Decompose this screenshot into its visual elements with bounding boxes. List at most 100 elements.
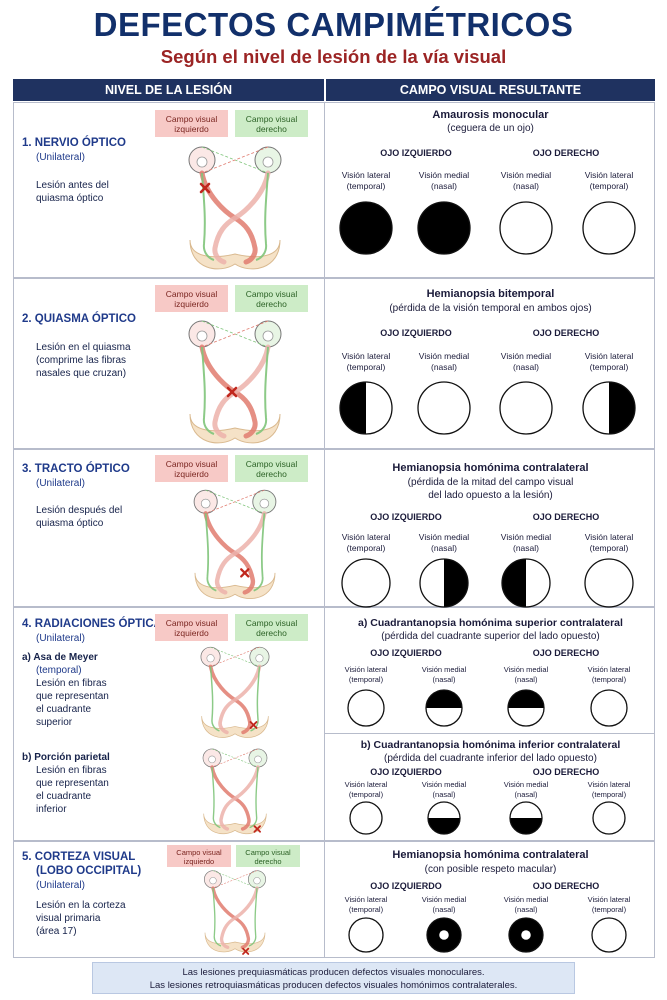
left-eye-label: OJO IZQUIERDO <box>380 148 452 158</box>
field-blind-area <box>444 559 468 607</box>
left-lens <box>196 156 208 168</box>
section-4b-field-right-lateral <box>592 801 626 835</box>
section-5-field-right-medial <box>508 917 544 953</box>
medial-vision-label: Visión medial(nasal) <box>500 170 552 191</box>
section-5-result-title: Hemianopsia homónima contralateral <box>392 849 589 861</box>
left-temporal-fibers <box>212 887 222 947</box>
lesion-marker-icon <box>242 947 250 955</box>
section-3-field-right-medial <box>501 558 551 608</box>
section-1-field-right-medial <box>499 201 553 255</box>
field-outline <box>501 558 551 608</box>
section-4a-result-desc: (pérdida del cuadrante superior del lado… <box>381 631 600 642</box>
right-optic-pathway <box>218 664 262 735</box>
field-blind-area <box>340 202 392 254</box>
field-outline <box>339 381 393 435</box>
medial-vision-label: Visión medial(nasal) <box>503 665 549 684</box>
medial-vision-label: Visión medial(nasal) <box>421 665 467 684</box>
left-optic-pathway <box>199 344 258 439</box>
section-3-result-title: Hemianopsia homónima contralateral <box>392 462 589 474</box>
right-lens <box>262 330 274 342</box>
lateral-vision-label: Visión lateral(temporal) <box>587 780 631 799</box>
section-3-field-panel <box>324 449 655 607</box>
field-outline <box>584 558 634 608</box>
section-4b-result-desc: (pérdida del cuadrante inferior del lado… <box>384 753 597 764</box>
lesion-marker-icon <box>249 721 258 729</box>
left-lens <box>196 330 208 342</box>
field-blind-area <box>502 559 526 607</box>
column-header-lesion-level: NIVEL DE LA LESIÓN <box>13 79 324 101</box>
footer-note: Las lesiones prequiasmáticas producen de… <box>92 962 575 994</box>
lateral-vision-label: Visión lateral(temporal) <box>584 532 634 553</box>
section-2-title: 2. QUIASMA ÓPTICO <box>22 313 136 325</box>
section-2-field-right-medial <box>499 381 553 435</box>
section-4a-qualifier: (temporal) <box>36 665 82 676</box>
field-blind-area <box>340 382 366 434</box>
section-4b-field-left-medial <box>427 801 461 835</box>
left-optic-pathway <box>210 765 251 831</box>
right-lens <box>255 654 264 663</box>
field-outline <box>590 689 628 727</box>
field-blind-area <box>428 818 460 834</box>
lateral-vision-label: Visión lateral(temporal) <box>344 665 388 684</box>
right-temporal-fibers <box>255 172 269 261</box>
section-4b-result-title: b) Cuadrantanopsia homónima inferior con… <box>360 739 621 751</box>
section-2-pathway-diagram <box>188 320 282 444</box>
section-5-field-left-medial <box>426 917 462 953</box>
section-2-result-title: Hemianopsia bitemporal <box>426 288 555 300</box>
left-lens <box>206 654 215 663</box>
section-5-field-panel <box>324 841 655 958</box>
right-temporal-fibers <box>249 766 259 829</box>
field-blind-area <box>426 690 462 708</box>
lateral-vision-label: Visión lateral(temporal) <box>587 895 631 914</box>
section-1-field-left-lateral <box>339 201 393 255</box>
section-2-field-left-medial <box>417 381 471 435</box>
medial-vision-label: Visión medial(nasal) <box>418 351 470 372</box>
section-4-qualifier: (Unilateral) <box>36 633 85 644</box>
lateral-vision-label: Visión lateral(temporal) <box>584 170 634 191</box>
right-eye-label: OJO DERECHO <box>532 648 600 658</box>
left-field-ray <box>210 646 260 667</box>
right-eye-label: OJO DERECHO <box>532 767 600 777</box>
field-outline <box>508 917 544 953</box>
macular-sparing <box>521 930 531 940</box>
field-outline <box>507 689 545 727</box>
lesion-marker-icon <box>199 182 211 194</box>
field-outline <box>499 381 553 435</box>
section-4-title: 4. RADIACIONES ÓPTICAS <box>22 618 170 630</box>
right-temporal-fibers <box>253 513 266 592</box>
section-4a-result-title: a) Cuadrantanopsia homónima superior con… <box>358 617 623 629</box>
section-1-result-desc: (ceguera de un ojo) <box>447 123 534 134</box>
right-lens <box>253 877 261 885</box>
right-optic-pathway <box>212 170 271 265</box>
section-2-result-desc: (pérdida de la visión temporal en ambos … <box>389 303 592 314</box>
lesion-marker-icon <box>226 386 238 398</box>
field-outline <box>426 917 462 953</box>
right-optic-pathway <box>219 765 260 831</box>
section-2-field-left-lateral <box>339 381 393 435</box>
right-eye-label: OJO DERECHO <box>532 328 600 338</box>
medial-vision-label: Visión medial(nasal) <box>500 532 552 553</box>
field-outline <box>591 917 627 953</box>
section-4b-pathway-diagram <box>202 748 268 834</box>
left-temporal-fibers <box>204 513 217 592</box>
section-1-qualifier: (Unilateral) <box>36 152 85 163</box>
field-outline <box>427 801 461 835</box>
lateral-vision-label: Visión lateral(temporal) <box>344 895 388 914</box>
field-outline <box>425 689 463 727</box>
field-outline <box>347 689 385 727</box>
field-outline <box>592 801 626 835</box>
medial-vision-label: Visión medial(nasal) <box>421 780 467 799</box>
left-eye-label: OJO IZQUIERDO <box>380 328 452 338</box>
field-outline <box>582 381 636 435</box>
section-2-field-panel <box>324 278 655 449</box>
field-outline <box>349 801 383 835</box>
medial-vision-label: Visión medial(nasal) <box>500 351 552 372</box>
